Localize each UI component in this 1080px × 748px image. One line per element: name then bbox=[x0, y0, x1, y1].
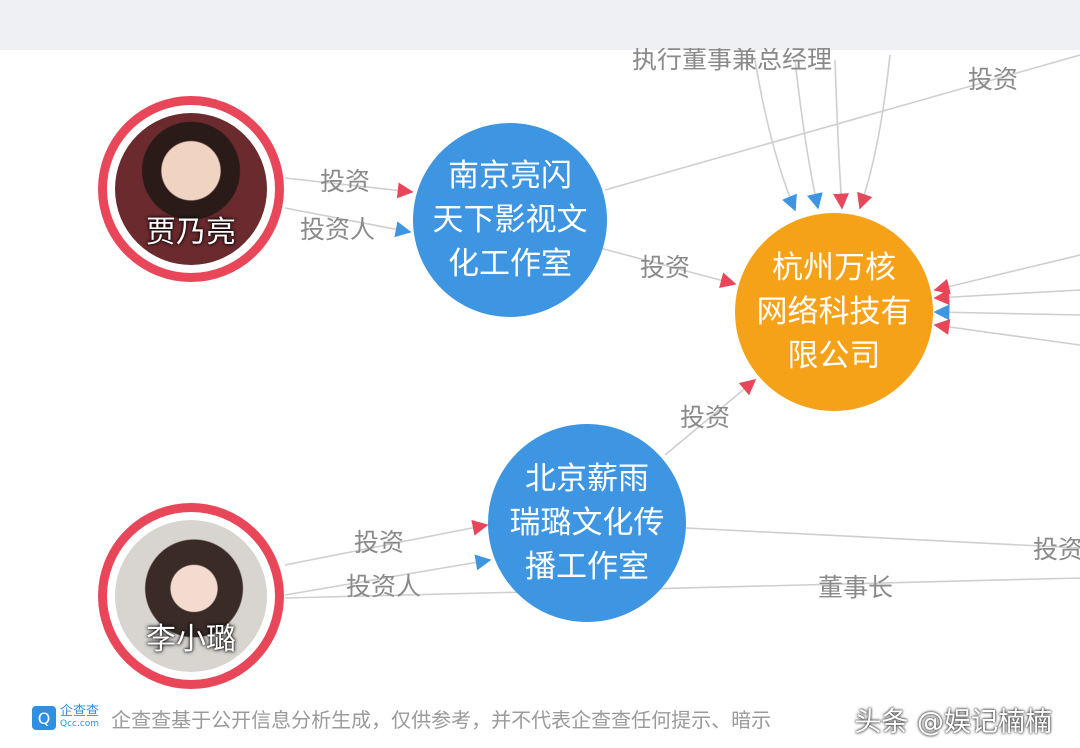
person-name: 贾乃亮 bbox=[146, 215, 236, 250]
edge-p1-c1-invest bbox=[284, 177, 414, 199]
person-node-li-xiaolu[interactable]: 李小璐 bbox=[98, 503, 284, 689]
person-node-jia-nailiang[interactable]: 贾乃亮 bbox=[98, 96, 284, 282]
edge-label-p1-investor: 投资人 bbox=[300, 215, 376, 244]
node-label-line: 天下影视文 bbox=[432, 202, 588, 238]
edge-c1-center bbox=[599, 247, 737, 289]
edge-c2-right bbox=[685, 527, 1080, 549]
edge-c2-center bbox=[664, 378, 757, 456]
edge-label-p2-invest: 投资 bbox=[354, 528, 405, 557]
edge-chairman bbox=[284, 577, 1080, 599]
edge-right-3 bbox=[933, 304, 1080, 321]
edge-label-chairman: 董事长 bbox=[818, 573, 894, 602]
node-label-line: 杭州万核 bbox=[772, 250, 896, 286]
avatar bbox=[115, 113, 267, 265]
edge-label-top-right-invest: 投资 bbox=[968, 65, 1019, 94]
node-label-line: 北京薪雨 bbox=[525, 461, 649, 497]
edge-label-right-invest: 投资 bbox=[1033, 535, 1080, 564]
node-label-line: 网络科技有 bbox=[756, 294, 912, 330]
edge-top-3 bbox=[833, 59, 849, 210]
edge-p1-c1-investor bbox=[284, 207, 412, 238]
watermark: 头条 @娱记楠楠 bbox=[854, 707, 1052, 738]
edge-label-c2-invest: 投资 bbox=[680, 403, 731, 432]
node-label-line: 播工作室 bbox=[525, 549, 649, 585]
edge-p2-c2-investor bbox=[284, 554, 492, 596]
node-label-line: 南京亮闪 bbox=[448, 158, 572, 194]
edge-label-top: 执行董事兼总经理 bbox=[632, 45, 833, 74]
edge-right-1 bbox=[933, 254, 1080, 295]
person-name: 李小璐 bbox=[146, 622, 236, 657]
node-label-line: 化工作室 bbox=[448, 246, 572, 282]
edge-label-p2-investor: 投资人 bbox=[346, 572, 422, 601]
edge-top-2 bbox=[794, 59, 823, 210]
edge-label-c1-invest: 投资 bbox=[640, 253, 691, 282]
company-node-beijing[interactable]: 北京薪雨瑞璐文化传播工作室 bbox=[488, 424, 686, 622]
edge-p2-c2-invest bbox=[284, 519, 489, 566]
top-bar bbox=[0, 0, 1080, 50]
qcc-logo-icon: Q bbox=[32, 706, 56, 730]
edge-label-p1-invest: 投资 bbox=[320, 167, 371, 196]
edge-c1-topright bbox=[604, 54, 1080, 191]
node-label-line: 限公司 bbox=[787, 338, 881, 374]
edge-right-4 bbox=[933, 319, 1080, 346]
company-node-hangzhou-center[interactable]: 杭州万核网络科技有限公司 bbox=[735, 213, 933, 411]
company-node-nanjing[interactable]: 南京亮闪天下影视文化工作室 bbox=[413, 123, 607, 317]
edge-right-2 bbox=[933, 289, 1080, 306]
disclaimer-text: 企查查基于公开信息分析生成，仅供参考，并不代表企查查任何提示、暗示 bbox=[111, 707, 772, 732]
edge-top-1 bbox=[754, 59, 797, 212]
edge-top-4 bbox=[857, 54, 891, 210]
avatar bbox=[115, 520, 267, 672]
node-label-line: 瑞璐文化传 bbox=[509, 505, 665, 541]
